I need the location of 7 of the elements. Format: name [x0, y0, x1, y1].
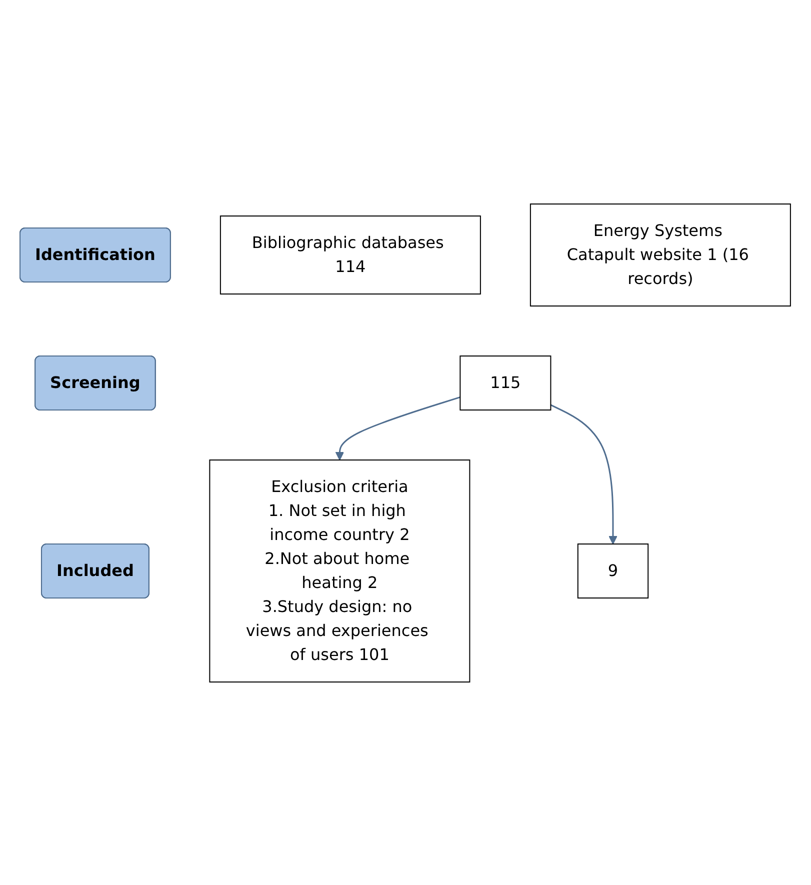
node-box: Energy Systems Catapult website 1 (16 records) [530, 203, 792, 306]
node-box: 115 [460, 355, 552, 410]
arrow [550, 404, 618, 544]
node-box: Exclusion criteria 1. Not set in high income country 2 2.Not about home heating 2 3.Study design: no views and experiences of users 101 [209, 459, 470, 682]
node-box: Bibliographic databases 114 [220, 215, 482, 294]
node-box: 9 [578, 543, 649, 598]
arrow [336, 396, 461, 460]
